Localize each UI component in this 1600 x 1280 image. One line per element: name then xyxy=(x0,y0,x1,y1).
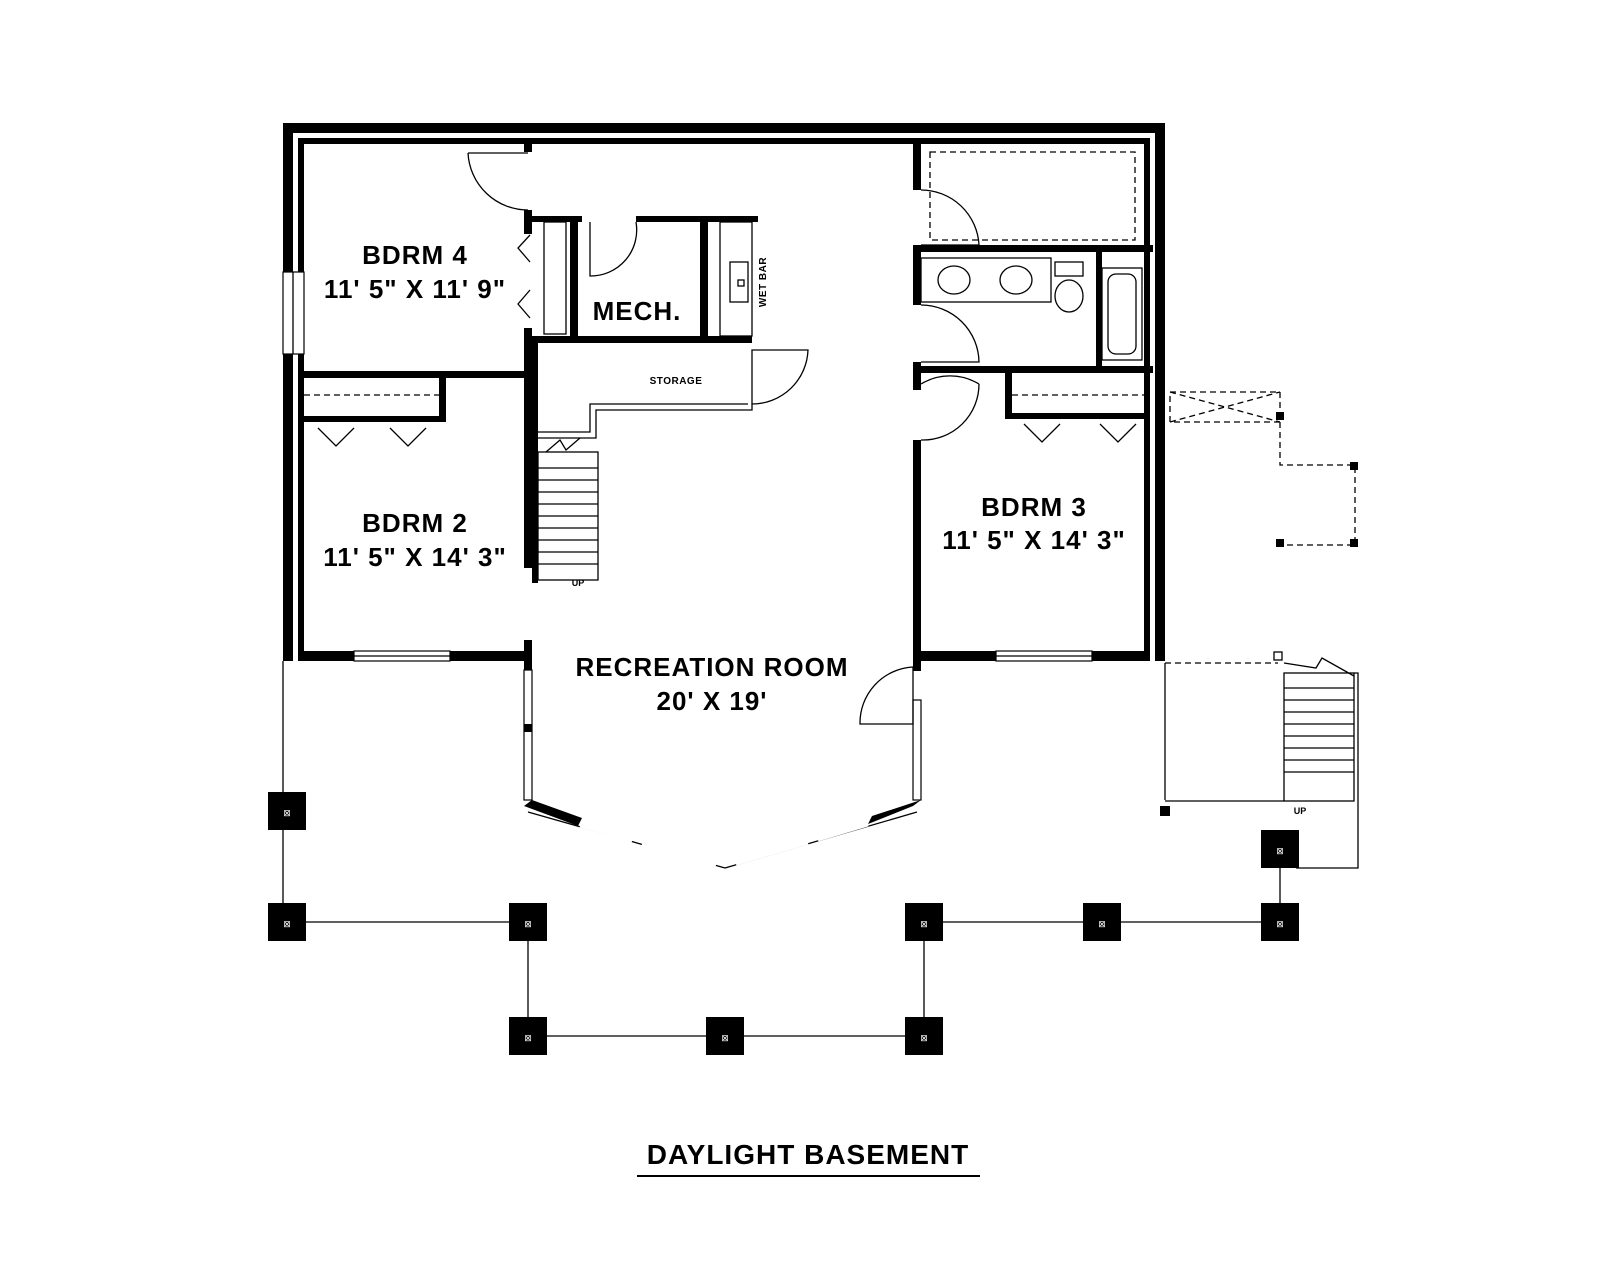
bottom-walls xyxy=(298,650,1150,662)
recreation-room-dims: 20' X 19' xyxy=(657,686,768,716)
wet-bar-label: WET BAR xyxy=(758,257,769,307)
svg-text:⊠: ⊠ xyxy=(524,919,532,929)
bdrm4-dims: 11' 5" X 11' 9" xyxy=(324,274,506,304)
plan-title: DAYLIGHT BASEMENT xyxy=(637,1139,980,1177)
post: ⊠ xyxy=(905,903,943,941)
svg-text:⊠: ⊠ xyxy=(1098,919,1106,929)
post: ⊠ xyxy=(1261,903,1299,941)
post: ⊠ xyxy=(905,1017,943,1055)
svg-text:⊠: ⊠ xyxy=(283,919,291,929)
wet-bar xyxy=(719,221,753,337)
svg-text:⊠: ⊠ xyxy=(721,1033,729,1043)
interior-stair-up-label: UP xyxy=(572,578,585,588)
interior-walls xyxy=(298,138,1153,671)
post: ⊠ xyxy=(706,1017,744,1055)
door-swings xyxy=(317,152,1137,725)
exterior-stair-up-label: UP xyxy=(1294,806,1307,816)
posts-and-railings: ⊠ ⊠ ⊠ ⊠ ⊠ ⊠ ⊠ ⊠ ⊠ ⊠ xyxy=(268,661,1299,1055)
mech-label: MECH. xyxy=(593,296,682,326)
exterior-walls xyxy=(282,123,1165,661)
post: ⊠ xyxy=(1261,830,1299,868)
exterior-stair-deck xyxy=(1160,391,1359,869)
svg-text:⊠: ⊠ xyxy=(920,919,928,929)
room-labels: BDRM 4 11' 5" X 11' 9" MECH. WET BAR STO… xyxy=(323,240,1306,816)
interior-stair xyxy=(537,437,599,581)
svg-text:⊠: ⊠ xyxy=(1276,846,1284,856)
post: ⊠ xyxy=(509,1017,547,1055)
bdrm3-dims: 11' 5" X 14' 3" xyxy=(942,525,1126,555)
storage-area xyxy=(538,403,753,439)
recreation-bay xyxy=(523,669,922,869)
post: ⊠ xyxy=(1083,903,1121,941)
bdrm3-name: BDRM 3 xyxy=(981,492,1087,522)
bdrm2-dims: 11' 5" X 14' 3" xyxy=(323,542,507,572)
svg-text:⊠: ⊠ xyxy=(283,808,291,818)
post: ⊠ xyxy=(268,792,306,830)
bdrm2-name: BDRM 2 xyxy=(362,508,468,538)
svg-text:⊠: ⊠ xyxy=(920,1033,928,1043)
bathroom-fixtures xyxy=(920,151,1143,361)
recreation-room-name: RECREATION ROOM xyxy=(575,652,848,682)
svg-text:⊠: ⊠ xyxy=(524,1033,532,1043)
post: ⊠ xyxy=(509,903,547,941)
plan-title-text: DAYLIGHT BASEMENT xyxy=(647,1139,969,1170)
storage-label: STORAGE xyxy=(650,376,703,387)
bdrm4-name: BDRM 4 xyxy=(362,240,468,270)
post: ⊠ xyxy=(268,903,306,941)
svg-text:⊠: ⊠ xyxy=(1276,919,1284,929)
